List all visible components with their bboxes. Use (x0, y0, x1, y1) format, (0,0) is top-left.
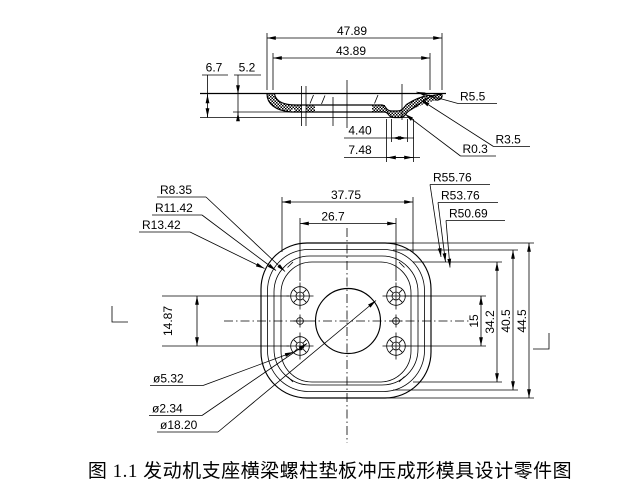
dim-plan-hole-spacing-left-label: 14.87 (161, 306, 175, 336)
leader-corner-radius-outer-label: R13.42 (142, 218, 181, 232)
leader-side-radius-outer-label: R55.76 (433, 171, 472, 185)
plan-outlines (260, 242, 432, 399)
leader-bead-radius: R0.3 (404, 113, 496, 157)
dim-section-bead-outer-width: 7.48 (344, 119, 420, 162)
dim-section-outer-width-label: 47.89 (337, 24, 367, 38)
dim-section-bead-width-label: 4.40 (348, 124, 372, 138)
dim-section-bead-width: 4.40 (344, 119, 414, 142)
dim-plan-inner-width-label: 37.75 (331, 188, 361, 202)
dim-plan-hole-spacing-x-label: 26.7 (321, 210, 345, 224)
dim-plan-mid-height: 40.5 (393, 249, 518, 391)
leader-side-radius-inner: R50.69 (445, 207, 505, 268)
leader-small-hole-dia: ø2.34 (149, 343, 308, 416)
leader-corner-radius-middle-label: R11.42 (155, 201, 193, 215)
leader-corner-radius-label: R3.5 (496, 133, 522, 147)
dim-plan-outer-height: 44.5 (388, 242, 534, 399)
plan-centerlines (224, 228, 470, 443)
hole-mid-left (293, 314, 307, 328)
dim-plan-outer-height-label: 44.5 (515, 309, 529, 333)
figure-caption: 图 1.1 发动机支座横梁螺柱垫板冲压成形模具设计零件图 (87, 461, 573, 482)
leader-bead-radius-label: R0.3 (463, 142, 489, 156)
leader-center-hole-dia: ø18.20 (157, 300, 377, 433)
dim-plan-hole-spacing-x: 26.7 (299, 210, 397, 281)
dim-section-inner-width-label: 43.89 (336, 44, 366, 58)
plan-view: 37.75 26.7 14.87 15 34.2 (111, 171, 550, 443)
leader-side-radius-outer: R55.76 (429, 171, 490, 258)
dim-plan-hole-spacing-right-label: 15 (467, 314, 481, 328)
leader-rim-radius-label: R5.5 (460, 90, 486, 104)
hole-top-left (286, 282, 314, 310)
dim-section-depth-label: 5.2 (239, 61, 256, 75)
leader-counterbore-dia-label: ø5.32 (153, 372, 184, 386)
dim-section-total-height: 6.7 (202, 61, 228, 118)
section-cut-mark-right (533, 333, 550, 350)
dim-plan-inner-height-label: 34.2 (483, 310, 497, 334)
dim-section-inner-width: 43.89 (272, 44, 431, 90)
center-hole (314, 287, 382, 355)
leader-corner-radius-outer: R13.42 (139, 218, 265, 269)
section-cut-mark-left (111, 306, 128, 323)
leader-rim-radius: R5.5 (416, 90, 497, 104)
leader-center-hole-dia-label: ø18.20 (160, 418, 198, 432)
dim-plan-mid-height-label: 40.5 (499, 309, 513, 333)
leader-small-hole-dia-label: ø2.34 (152, 402, 183, 416)
leader-side-radius-middle: R53.76 (437, 189, 498, 263)
section-view: 47.89 43.89 6.7 5.2 (200, 24, 530, 162)
dim-section-total-height-label: 6.7 (206, 61, 223, 75)
dim-plan-inner-width: 37.75 (281, 188, 414, 252)
dim-plan-hole-spacing-left: 14.87 (161, 295, 289, 347)
dim-plan-inner-height: 34.2 (413, 261, 502, 383)
dim-section-depth: 5.2 (234, 61, 261, 122)
leader-corner-radius-inner: R8.35 (157, 183, 286, 272)
leader-corner-radius-middle: R11.42 (152, 201, 277, 271)
leader-corner-radius: R3.5 (420, 99, 530, 147)
hole-mid-right (389, 314, 403, 328)
leader-side-radius-middle-label: R53.76 (441, 189, 480, 203)
dim-section-outer-width: 47.89 (266, 24, 443, 90)
dim-plan-hole-spacing-right: 15 (404, 295, 486, 347)
leader-side-radius-inner-label: R50.69 (449, 207, 488, 221)
dim-section-bead-outer-width-label: 7.48 (348, 143, 372, 157)
leader-corner-radius-inner-label: R8.35 (160, 183, 192, 197)
leader-counterbore-dia: ø5.32 (150, 351, 294, 386)
